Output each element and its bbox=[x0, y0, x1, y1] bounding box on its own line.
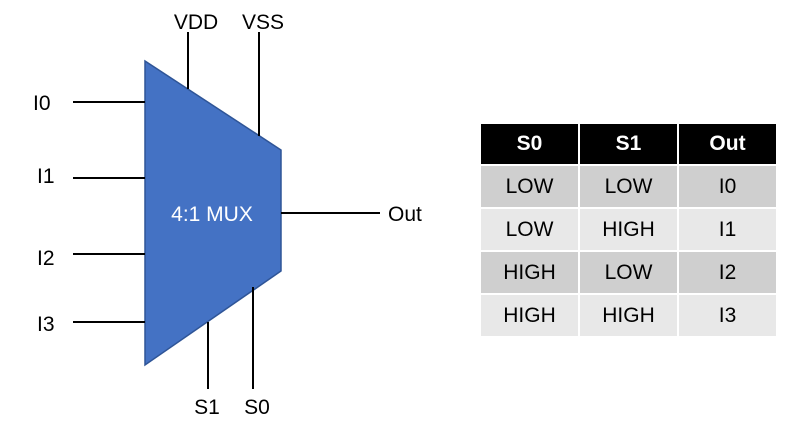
vdd-label: VDD bbox=[174, 11, 218, 34]
cell-out: I0 bbox=[679, 166, 776, 207]
truth-table-header-row: S0 S1 Out bbox=[481, 124, 776, 164]
cell-out: I2 bbox=[679, 252, 776, 293]
cell-s1: LOW bbox=[580, 166, 677, 207]
s1-label: S1 bbox=[194, 396, 220, 419]
cell-s0: HIGH bbox=[481, 252, 578, 293]
mux-body bbox=[144, 59, 282, 367]
s0-label: S0 bbox=[244, 396, 270, 419]
cell-s1: HIGH bbox=[580, 295, 677, 336]
table-row: LOW HIGH I1 bbox=[481, 209, 776, 250]
header-out: Out bbox=[679, 124, 776, 164]
cell-s1: LOW bbox=[580, 252, 677, 293]
header-s1: S1 bbox=[580, 124, 677, 164]
i0-label: I0 bbox=[33, 92, 51, 115]
i1-label: I1 bbox=[37, 165, 55, 188]
cell-s0: LOW bbox=[481, 209, 578, 250]
cell-s0: LOW bbox=[481, 166, 578, 207]
table-row: HIGH HIGH I3 bbox=[481, 295, 776, 336]
i2-label: I2 bbox=[37, 247, 55, 270]
vss-label: VSS bbox=[242, 11, 284, 34]
table-row: LOW LOW I0 bbox=[481, 166, 776, 207]
cell-out: I3 bbox=[679, 295, 776, 336]
cell-s1: HIGH bbox=[580, 209, 677, 250]
mux-label: 4:1 MUX bbox=[171, 203, 253, 226]
cell-s0: HIGH bbox=[481, 295, 578, 336]
header-s0: S0 bbox=[481, 124, 578, 164]
cell-out: I1 bbox=[679, 209, 776, 250]
out-label: Out bbox=[388, 203, 422, 226]
table-row: HIGH LOW I2 bbox=[481, 252, 776, 293]
i3-label: I3 bbox=[37, 313, 55, 336]
truth-table: S0 S1 Out LOW LOW I0 LOW HIGH I1 HIGH LO… bbox=[479, 122, 778, 338]
